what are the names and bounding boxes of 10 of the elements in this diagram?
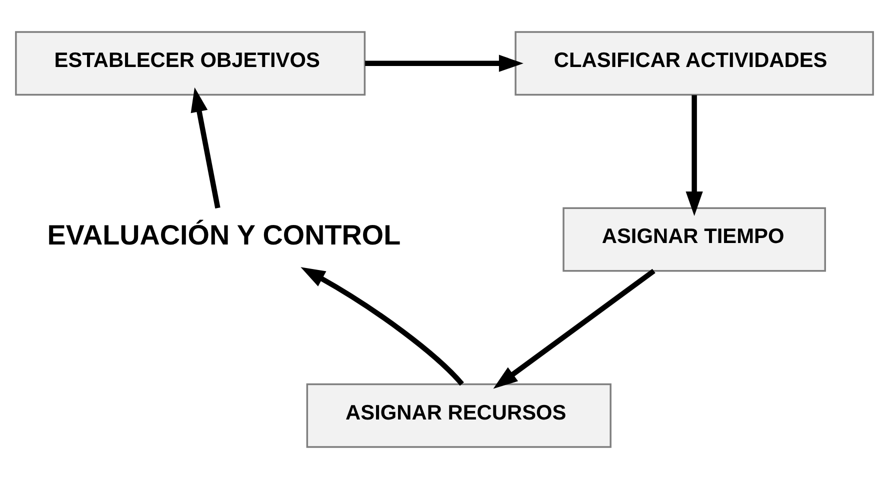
arrow [300, 266, 464, 386]
node-box: ASIGNAR TIEMPO [562, 206, 826, 272]
arrow [686, 94, 703, 216]
node-box: ASIGNAR RECURSOS [306, 382, 612, 448]
node-text: EVALUACIÓN Y CONTROL [47, 218, 401, 250]
arrow [493, 268, 656, 388]
node-box: ESTABLECER OBJETIVOS [15, 30, 366, 96]
arrow [365, 54, 524, 72]
node-box: CLASIFICAR ACTIVIDADES [514, 30, 874, 96]
arrow [190, 86, 220, 208]
